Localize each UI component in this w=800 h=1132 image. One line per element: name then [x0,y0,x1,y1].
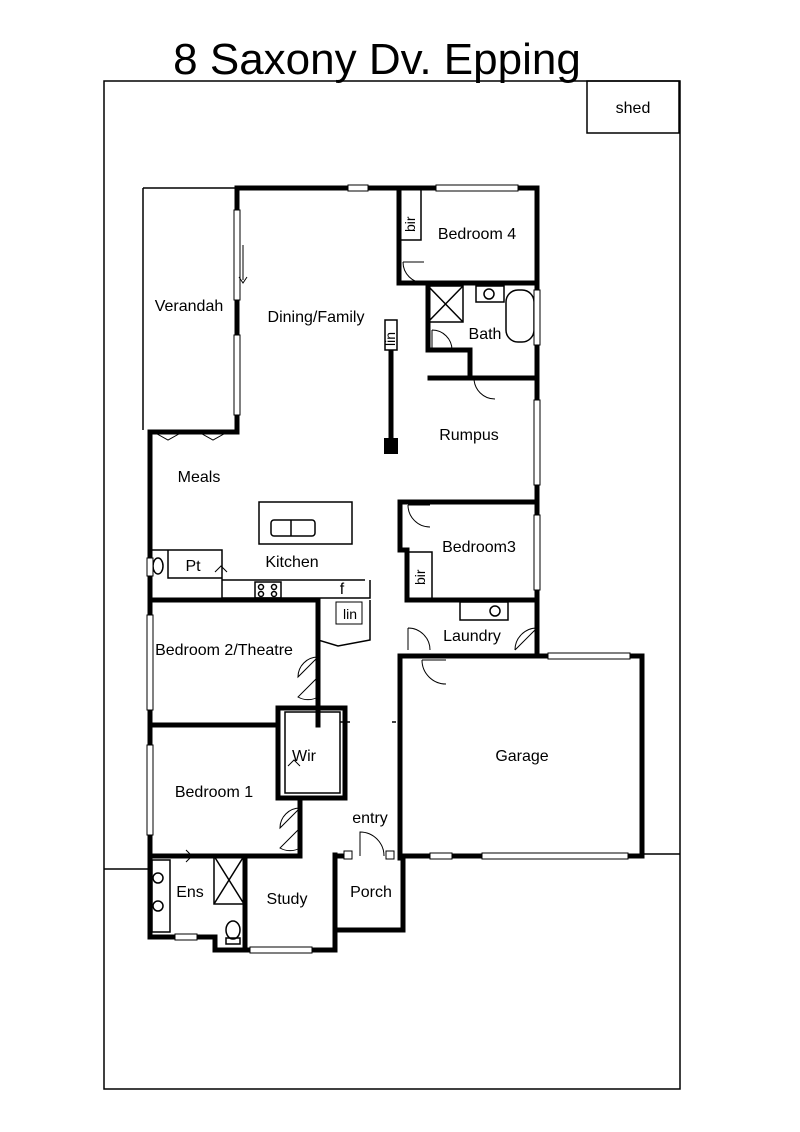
room-label-kitchen: Kitchen [265,554,318,571]
room-label-bedroom-4: Bedroom 4 [438,226,516,243]
room-label-meals: Meals [178,469,221,486]
room-label-bedroom-1: Bedroom 1 [175,784,253,801]
room-label-garage: Garage [495,748,548,765]
room-label-verandah: Verandah [155,298,224,315]
room-label-laundry: Laundry [443,628,501,645]
windows [146,184,631,954]
room-label-porch: Porch [350,884,392,901]
room-label-study: Study [267,891,308,908]
room-label-lin-mid: lin [343,606,357,622]
room-label-pantry: Pt [185,558,201,575]
room-label-bedroom-2-theatre: Bedroom 2/Theatre [155,642,293,659]
room-label-wir: Wir [292,748,317,765]
room-label-entry: entry [352,810,388,827]
room-label-bedroom-3: Bedroom3 [442,539,516,556]
room-label-fridge: f [340,581,345,598]
room-label-bath: Bath [469,326,502,343]
shed-label: shed [616,100,651,117]
room-label-bir-top: bir [402,216,418,232]
room-label-rumpus: Rumpus [439,427,499,444]
doors [149,245,538,863]
room-label-lin-top: lin [382,332,398,346]
room-label-dining-family: Dining/Family [268,309,365,326]
shed-outline [586,80,680,134]
room-label-bir-mid: bir [412,569,428,585]
room-label-ensuite: Ens [176,884,204,901]
page-title: 8 Saxony Dv. Epping [173,35,581,84]
property-boundary [103,80,681,1090]
lin-cupboard-mid [335,601,363,625]
